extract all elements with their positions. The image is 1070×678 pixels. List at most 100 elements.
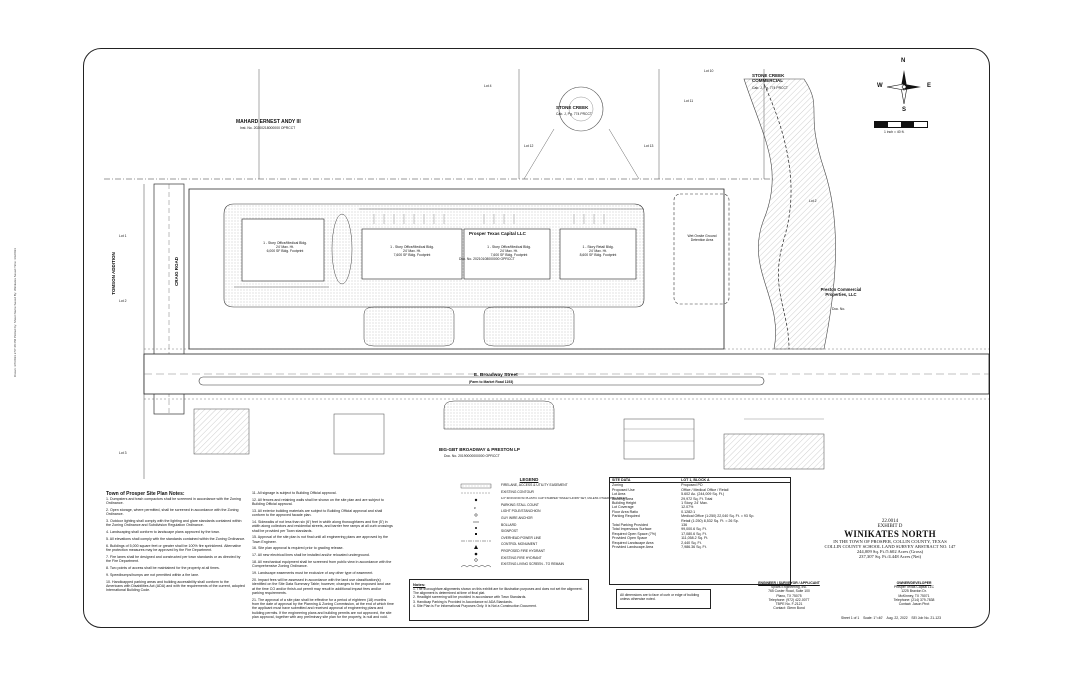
- legend-item: OVERHEAD POWER LINE: [501, 535, 542, 540]
- owner-line: McKinney, TX 75071: [898, 593, 930, 598]
- legend-item: PARKING STALL COUNT: [501, 502, 539, 507]
- owner-big-gbt-sub: Doc. No. 20190000000000 OPRCCT: [444, 454, 500, 458]
- engineer-line: Plano, TX 75075: [776, 593, 802, 598]
- engineer-line: TBPE No. F-2121: [775, 602, 803, 607]
- svg-text:#: #: [474, 506, 476, 510]
- owner-stone-creek-sub: Cab. J, Pg. 774 PRCCT: [556, 112, 592, 116]
- site-plan-drawing: [104, 69, 989, 479]
- site-data-row: Retail (1:250) 8,532 Sq. Ft. = 26 Sp.: [610, 519, 790, 523]
- note-item: 3. Outdoor lighting shall comply with th…: [106, 519, 242, 528]
- dimension-note-box: All dimensions are to face of curb or ed…: [616, 589, 711, 609]
- owner-stone-creek-commercial-sub: Cab. J, Pg. 774 PRCCT: [752, 86, 788, 90]
- owner-stone-creek-title: STONE CREEK: [556, 105, 589, 110]
- note-item: 21. The approval of a site plan shall be…: [252, 597, 394, 619]
- notes-title: Town of Prosper Site Plan Notes:: [106, 491, 185, 497]
- legend-item: EXISTING LIVING SCREEN - TO REMAIN: [501, 562, 564, 567]
- building-1-height: 24' Max. Ht.: [276, 245, 294, 250]
- site-data-key: Building Area: [612, 496, 634, 501]
- site-data-key: Total Impervious Surface: [612, 527, 652, 532]
- site-data-value: Retail (1:250) 8,532 Sq. Ft. = 26 Sp.: [681, 518, 739, 523]
- site-data-value: 99,000.6 Sq. Ft.: [681, 527, 707, 532]
- detention-pond-label: Wet Onsite Ground Detention Area: [687, 234, 717, 243]
- lot-label: Lot 3: [119, 451, 127, 455]
- site-data-header-right: LOT 1, BLOCK A: [681, 478, 710, 482]
- lot-label: Lot 2: [809, 199, 817, 203]
- legend-item: SIGNPOST: [501, 529, 519, 534]
- building-4-name: 1 - Story Retail Bldg.: [582, 245, 614, 249]
- note-item: 8. Two points of access shall be maintai…: [106, 566, 220, 571]
- general-notes-box: Notes: 1. The thoroughfare alignments sh…: [409, 579, 589, 621]
- legend-symbols-svg: #: [460, 483, 492, 568]
- site-data-key: Proposed Use: [612, 487, 635, 492]
- note-item: 12. All fences and retaining walls shall…: [252, 497, 384, 507]
- north-label: N: [901, 58, 906, 64]
- lot-label: Lot 11: [684, 99, 694, 103]
- building-3-area: 7,600 SF Bldg. Footprint: [490, 253, 528, 258]
- site-data-value: Proposed PD: [681, 483, 703, 488]
- engineer-line: Contact: Glenn Bond: [773, 606, 805, 611]
- site-data-value: 12.07%: [681, 505, 694, 510]
- site-data-row: Provided Landscape Area 7,986.36 Sq. Ft.: [610, 545, 790, 549]
- east-label: E: [927, 83, 932, 89]
- note-item: 4. Landscaping shall conform to landscap…: [106, 530, 221, 535]
- legend-labels: FIRELANE, ACCESS & UTILITY EASEMENT EXIS…: [501, 482, 627, 575]
- legend-item: EXISTING FIRE HYDRANT: [501, 555, 542, 560]
- site-data-value: 7,986.36 Sq. Ft.: [681, 545, 707, 550]
- legend-symbols: #: [459, 482, 495, 575]
- owner-mahard-sub: Inst. No. 20200218000000 OPRCCT: [240, 126, 296, 130]
- legend-item: 1/2" IRON ROD W/ PLASTIC CAP STAMPED "KI…: [501, 496, 627, 501]
- owner-preston-title: Preston Commercial Properties, LLC: [820, 287, 862, 297]
- project-location: IN THE TOWN OF PROSPER, COLLIN COUNTY, T…: [833, 539, 947, 544]
- site-data-key: Lot Area: [612, 492, 626, 497]
- note-item: 11. All signage is subject to Building O…: [252, 491, 337, 495]
- owner-info: OWNER/DEVELOPER Prosper Texas Capital LL…: [859, 581, 969, 606]
- engineer-line: 765 Custer Road, Suite 100: [768, 589, 810, 594]
- legend-item: EXISTING CONTOUR: [501, 489, 534, 494]
- site-data-key: Provided Landscape Area: [612, 545, 654, 550]
- site-data-key: Parking Required: [612, 514, 640, 519]
- building-3-label: 1 - Story Office/Medical Bldg. 24' Max. …: [474, 245, 544, 258]
- site-data-key: Total Parking Provided: [612, 523, 648, 528]
- project-area-gross: 244,009 Sq. Ft./5.602 Acres (Gross): [856, 549, 924, 554]
- site-data-value: Office / Medical Office / Retail: [681, 487, 729, 492]
- general-note: 4. Site Plan is For Informational Purpos…: [413, 603, 537, 608]
- legend: LEGEND #: [459, 477, 627, 575]
- craig-road-label: CRAIG ROAD: [174, 257, 179, 286]
- lot-label: Lot 4: [484, 84, 492, 88]
- owner-mahard-title: MAHARD ERNEST ANDY III: [236, 119, 301, 125]
- broadway-label: E. Broadway Street: [474, 373, 518, 378]
- site-plan-notes: Town of Prosper Site Plan Notes: 1. Dump…: [106, 491, 246, 595]
- engineer-line: Telephone: (972) 422-0077: [768, 597, 810, 602]
- note-item: 2. Open storage, where permitted, shall …: [106, 508, 239, 517]
- note-item: 16. Site plan approval is required prior…: [252, 546, 344, 551]
- site-data-value: 2,440 Sq. Ft.: [681, 540, 702, 545]
- legend-title: LEGEND: [519, 477, 539, 482]
- legend-item: FIRELANE, ACCESS & UTILITY EASEMENT: [501, 483, 568, 487]
- note-item: 14. Sidewalks of not less than six (6') …: [252, 519, 393, 533]
- legend-item: CONTROL MONUMENT: [501, 542, 538, 547]
- site-data-value: 111,058.2 Sq. Ft.: [681, 536, 709, 541]
- site-data-row: Proposed Use Office / Medical Office / Re…: [610, 488, 790, 492]
- drawing-sheet: MAHARD ERNEST ANDY III Inst. No. 2020021…: [83, 48, 990, 628]
- case-number: 22.0014: [881, 519, 899, 524]
- site-data-value: 0.1282:1: [681, 509, 696, 514]
- building-2-name: 1 - Story Office/Medical Bldg.: [390, 245, 434, 249]
- south-label: S: [902, 107, 907, 113]
- general-notes-title: Notes:: [413, 582, 426, 587]
- site-data-key: Building Height: [612, 501, 637, 506]
- scale-bar: [874, 121, 928, 128]
- site-data-key: Required Open Space (7%): [612, 531, 657, 536]
- lot-label: Lot 10: [704, 69, 714, 73]
- site-data-value: 17,080.6 Sq. Ft.: [681, 531, 707, 536]
- site-data-key: Floor Area Ratio: [612, 509, 638, 514]
- owner-line: Contact: Jason Pirot: [898, 602, 930, 607]
